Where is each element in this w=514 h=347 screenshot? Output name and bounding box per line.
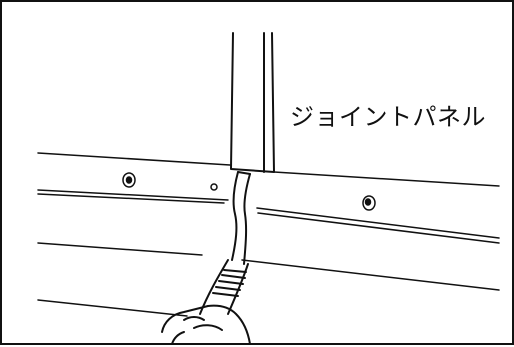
screw-hole-right	[362, 195, 376, 211]
joint-panel-piece	[230, 32, 275, 173]
hand	[161, 304, 251, 345]
lower-panel-lines	[37, 242, 500, 317]
screw-hole-left	[122, 172, 136, 188]
screwdriver	[199, 171, 251, 315]
joint-panel-label: ジョイントパネル	[290, 103, 486, 131]
small-hole	[210, 183, 218, 191]
upper-panel-lines	[37, 152, 500, 244]
